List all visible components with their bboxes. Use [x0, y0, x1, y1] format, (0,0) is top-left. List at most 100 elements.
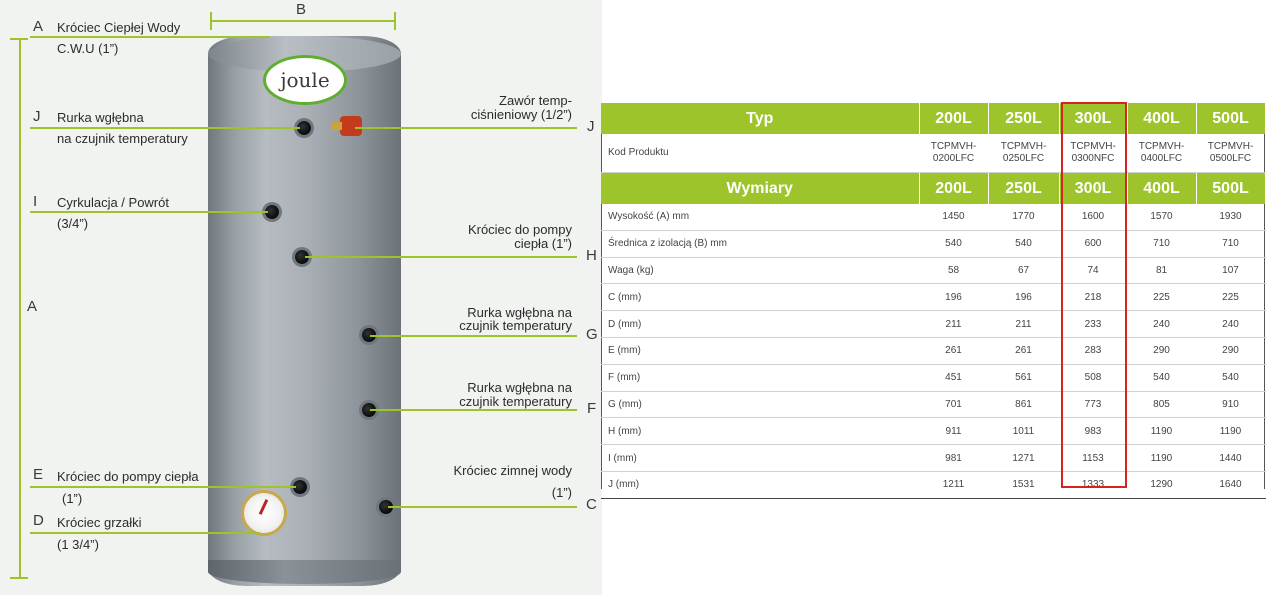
- row-value: 561: [988, 364, 1060, 392]
- callout-e-line2: (1”): [62, 491, 83, 506]
- row-label: I (mm): [601, 444, 920, 472]
- spec-table: Typ 200L 250L 300L 400L 500L Kod Produkt…: [601, 103, 1266, 499]
- product-code-part1: TCPMVH-: [1207, 141, 1254, 152]
- product-code-row: Kod Produktu TCPMVH-0200LFC TCPMVH- 0250L…: [601, 134, 1266, 173]
- product-code-part2: 0300NFC: [1071, 153, 1115, 164]
- product-code-cell: TCPMVH-0300NFC: [1059, 134, 1128, 173]
- header-size-250: 250L: [988, 103, 1060, 134]
- row-label: E (mm): [601, 337, 920, 365]
- callout-h-line2: ciepła (1”): [514, 236, 572, 251]
- row-value: 1640: [1196, 471, 1266, 499]
- row-value: 981: [919, 444, 989, 472]
- row-label: Średnica z izolacją (B) mm: [601, 230, 920, 258]
- port-h: [295, 250, 309, 264]
- product-code-cell: TCPMVH-0400LFC: [1127, 134, 1197, 173]
- header-size-500: 500L: [1196, 172, 1266, 204]
- row-value: 1531: [988, 471, 1060, 499]
- row-value: 261: [919, 337, 989, 365]
- callout-letter-d: D: [33, 512, 44, 529]
- row-value: 1290: [1127, 471, 1197, 499]
- row-value: 67: [988, 257, 1060, 285]
- product-code-label: Kod Produktu: [601, 134, 920, 173]
- row-value: 1211: [919, 471, 989, 499]
- row-value: 540: [1196, 364, 1266, 392]
- header-size-250: 250L: [988, 172, 1060, 204]
- callout-h-line1: Króciec do pompy: [467, 222, 572, 237]
- row-label: G (mm): [601, 391, 920, 419]
- row-value: 540: [919, 230, 989, 258]
- header-size-300: 300L: [1059, 172, 1128, 204]
- callout-h-leader: [305, 256, 577, 258]
- dimension-a-tick-top: [10, 38, 28, 40]
- row-value: 211: [919, 310, 989, 338]
- callout-e-line1: Króciec do pompy ciepła: [57, 469, 199, 484]
- tank-cylinder: [208, 36, 401, 586]
- product-code-cell: TCPMVH-0500LFC: [1196, 134, 1266, 173]
- callout-letter-g: G: [586, 326, 598, 343]
- row-value: 1190: [1127, 417, 1197, 446]
- callout-j-left-line2: na czujnik temperatury: [57, 131, 188, 146]
- callout-letter-a: A: [33, 18, 44, 35]
- dimension-a-letter: A: [27, 298, 38, 315]
- port-i: [265, 205, 279, 219]
- product-code-cell: TCPMVH-0200LFC: [919, 134, 989, 173]
- callout-d-leader: [30, 532, 260, 534]
- row-value: 773: [1059, 391, 1128, 419]
- port-j-left: [297, 121, 311, 135]
- callout-g-line1: Rurka wgłębna na: [467, 305, 572, 320]
- dimension-a-tick-bottom: [10, 577, 28, 579]
- row-value: 240: [1196, 310, 1266, 338]
- header-size-200: 200L: [919, 103, 989, 134]
- row-label: F (mm): [601, 364, 920, 392]
- header-size-300: 300L: [1059, 103, 1128, 134]
- port-g: [362, 328, 376, 342]
- row-value: 1011: [988, 417, 1060, 446]
- row-value: 211: [988, 310, 1060, 338]
- dimension-a-line: [19, 38, 21, 578]
- row-value: 911: [919, 417, 989, 446]
- row-value: 701: [919, 391, 989, 419]
- row-value: 233: [1059, 310, 1128, 338]
- callout-a-leader: [30, 36, 270, 38]
- row-value: 81: [1127, 257, 1197, 285]
- dimension-b-tick-right: [394, 12, 396, 30]
- row-value: 1271: [988, 444, 1060, 472]
- product-code-part2: 0400LFC: [1140, 153, 1183, 164]
- product-code-part2: 0250LFC: [1002, 153, 1045, 164]
- header-size-400: 400L: [1127, 172, 1197, 204]
- header-size-200: 200L: [919, 172, 989, 204]
- row-value: 225: [1196, 283, 1266, 312]
- header-wymiary: Wymiary: [601, 172, 920, 204]
- row-value: 540: [988, 230, 1060, 258]
- row-value: 290: [1127, 337, 1197, 365]
- row-value: 1440: [1196, 444, 1266, 472]
- row-value: 710: [1196, 230, 1266, 258]
- callout-f-line1: Rurka wgłębna na: [467, 380, 572, 395]
- callout-j-left-leader: [30, 127, 300, 129]
- product-code-part2: 0500LFC: [1209, 153, 1252, 164]
- callout-g-line2: czujnik temperatury: [459, 318, 572, 333]
- row-label: Wysokość (A) mm: [601, 204, 920, 231]
- row-label: C (mm): [601, 283, 920, 312]
- thermometer-gauge-icon: [241, 490, 287, 536]
- row-value: 196: [988, 283, 1060, 312]
- row-value: 74: [1059, 257, 1128, 285]
- row-value: 1190: [1127, 444, 1197, 472]
- row-value: 1153: [1059, 444, 1128, 472]
- callout-c-leader: [388, 506, 577, 508]
- product-code-part2: 0200LFC: [932, 153, 975, 164]
- pressure-valve-icon: [332, 116, 362, 136]
- callout-j-right-line2: ciśnieniowy (1/2”): [470, 107, 572, 122]
- callout-d-line2: (1 3/4”): [57, 537, 99, 552]
- dimension-b-letter: B: [296, 1, 307, 18]
- row-label: J (mm): [601, 471, 920, 499]
